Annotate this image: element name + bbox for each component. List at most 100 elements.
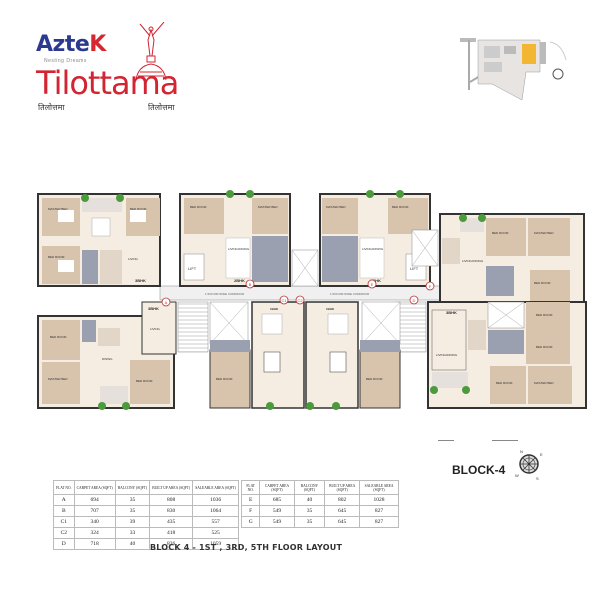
- svg-text:1BHK: 1BHK: [326, 307, 335, 311]
- table-row: G 549 35 645 827: [240, 516, 399, 528]
- block-label: BLOCK-4: [452, 463, 506, 477]
- svg-text:BED ROOM: BED ROOM: [136, 379, 153, 383]
- svg-text:3BHK: 3BHK: [135, 278, 146, 283]
- table-row: D 718 40 826 1059: [53, 538, 239, 550]
- cell: E: [240, 494, 261, 506]
- cell: 35: [114, 494, 151, 506]
- svg-text:F: F: [429, 284, 432, 289]
- svg-text:BED ROOM: BED ROOM: [534, 281, 551, 285]
- svg-text:1.500 MM WIDE CORRIDOR: 1.500 MM WIDE CORRIDOR: [330, 292, 370, 296]
- svg-text:BED ROOM: BED ROOM: [48, 255, 65, 259]
- svg-text:MASTER BED: MASTER BED: [48, 377, 68, 381]
- svg-text:N: N: [520, 449, 523, 454]
- svg-text:BED ROOM: BED ROOM: [50, 335, 67, 339]
- cell: 826: [149, 538, 194, 550]
- cell: 525: [192, 527, 239, 539]
- cell: 827: [359, 516, 399, 528]
- cell: 827: [359, 505, 399, 517]
- cell: 40: [293, 494, 326, 506]
- svg-text:1BHK: 1BHK: [270, 307, 279, 311]
- unit-a: MASTER BED BED ROOM BED ROOM LIVING 3BHK: [37, 193, 161, 287]
- cell: 685: [259, 494, 295, 506]
- svg-text:BED ROOM: BED ROOM: [190, 205, 207, 209]
- svg-text:MASTER BED: MASTER BED: [258, 205, 278, 209]
- divider: [492, 440, 518, 441]
- cell: 830: [149, 505, 194, 517]
- cell: 549: [259, 516, 295, 528]
- area-table-left: FLAT NO. CARPET AREA (SQFT) BALCONY (SQF…: [53, 480, 239, 550]
- svg-text:LIVING: LIVING: [128, 257, 139, 261]
- col-header: CARPET AREA (SQFT): [259, 480, 295, 495]
- svg-text:MASTER BED: MASTER BED: [48, 207, 68, 211]
- divider: [438, 440, 454, 441]
- cell: 802: [324, 494, 361, 506]
- svg-text:DINING: DINING: [102, 357, 113, 361]
- svg-text:LIVING: LIVING: [150, 327, 161, 331]
- svg-text:MASTER BED: MASTER BED: [326, 205, 346, 209]
- unit-c-d: BED ROOM MASTER BED BED ROOM LIVING DINI…: [37, 301, 177, 410]
- svg-text:LIVING/DINING: LIVING/DINING: [462, 259, 484, 263]
- cell: 1036: [192, 494, 239, 506]
- svg-text:C1: C1: [281, 298, 287, 303]
- cell: 35: [114, 505, 151, 517]
- svg-text:BED ROOM: BED ROOM: [536, 345, 553, 349]
- col-header: SALEABLE AREA (SQFT): [192, 480, 239, 495]
- col-header: FLAT NO.: [240, 480, 261, 495]
- svg-text:MASTER BED: MASTER BED: [534, 381, 554, 385]
- project-title-marathi: तिलोत्तमा: [148, 103, 175, 112]
- col-header: CARPET AREA (SQFT): [73, 480, 116, 495]
- cell: G: [240, 516, 261, 528]
- col-header: SALEABLE AREA (SQFT): [359, 480, 399, 495]
- svg-text:E: E: [371, 282, 374, 287]
- cell: F: [240, 505, 261, 517]
- svg-text:2BHK: 2BHK: [234, 278, 245, 283]
- cell: 645: [324, 505, 361, 517]
- svg-text:E: E: [540, 452, 543, 457]
- table-row: A 694 35 808 1036: [53, 494, 239, 506]
- table-row: B 707 35 830 1064: [53, 505, 239, 517]
- unit-f-g: BED ROOM MASTER BED BED ROOM LIVING/DINI…: [411, 213, 585, 303]
- table-row: C1 340 39 435 557: [53, 516, 239, 528]
- cell: 435: [149, 516, 194, 528]
- brand-name: AzteK: [36, 32, 106, 57]
- col-header: BALCONY (SQFT): [114, 480, 151, 495]
- svg-text:C2: C2: [297, 298, 303, 303]
- svg-text:2BHK: 2BHK: [370, 278, 381, 283]
- compass-icon: N E W S: [515, 449, 543, 481]
- svg-text:BED ROOM: BED ROOM: [366, 377, 383, 381]
- col-header: FLAT NO.: [53, 480, 75, 495]
- svg-text:D: D: [413, 298, 416, 303]
- cell: 1028: [359, 494, 399, 506]
- svg-text:BED ROOM: BED ROOM: [392, 205, 409, 209]
- svg-text:S: S: [536, 476, 539, 481]
- floor-layout-caption: BLOCK 4 - 1ST , 3RD, 5TH FLOOR LAYOUT: [150, 543, 343, 552]
- area-table-right: FLAT NO. CARPET AREA (SQFT) BALCONY (SQF…: [240, 480, 399, 528]
- cell: 549: [259, 505, 295, 517]
- svg-text:3BHK: 3BHK: [148, 306, 159, 311]
- cell: 39: [114, 516, 151, 528]
- svg-text:BED ROOM: BED ROOM: [496, 381, 513, 385]
- cell: 340: [73, 516, 116, 528]
- svg-text:3BHK: 3BHK: [446, 310, 457, 315]
- cell: 33: [114, 527, 151, 539]
- table-row: F 549 35 645 827: [240, 505, 399, 517]
- cell: C1: [53, 516, 75, 528]
- cell: 718: [73, 538, 116, 550]
- cell: 707: [73, 505, 116, 517]
- cell: 645: [324, 516, 361, 528]
- table-row: E 685 40 802 1028: [240, 494, 399, 506]
- statue-icon: [135, 22, 167, 81]
- svg-text:BED ROOM: BED ROOM: [216, 377, 233, 381]
- cell: 35: [293, 516, 326, 528]
- unit-1bhk: 1BHK 1BHK BED ROOM BED ROOM: [209, 301, 401, 410]
- project-title-hindi: तिलोत्तमा: [38, 103, 65, 112]
- svg-text:1.500 MM WIDE CORRIDOR: 1.500 MM WIDE CORRIDOR: [205, 292, 245, 296]
- svg-text:BED ROOM: BED ROOM: [536, 313, 553, 317]
- svg-text:W: W: [515, 473, 519, 478]
- unit-right-bottom: LIVING/DINING BED ROOM BED ROOM BED ROOM…: [427, 301, 587, 409]
- cell: 808: [149, 494, 194, 506]
- floor-plan: 1.500 MM WIDE CORRIDOR 1.500 MM WIDE COR…: [37, 190, 587, 410]
- col-header: BALCONY (SQFT): [293, 480, 326, 495]
- cell: A: [53, 494, 75, 506]
- svg-text:B: B: [249, 282, 252, 287]
